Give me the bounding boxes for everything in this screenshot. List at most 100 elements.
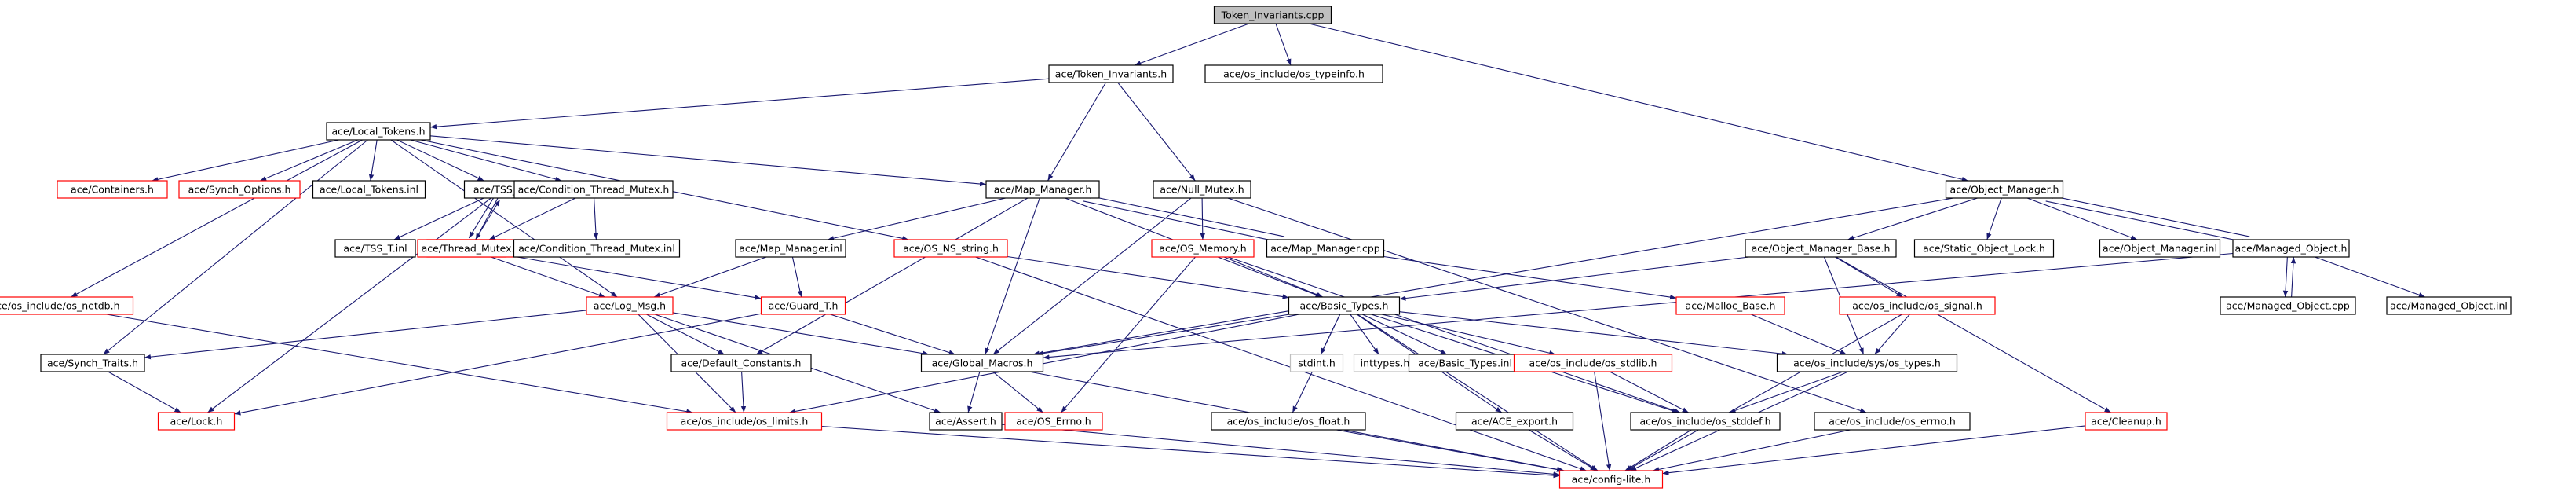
dependency-edge — [1729, 371, 1843, 413]
graph-node[interactable]: ace/os_include/os_stdlib.h — [1513, 354, 1673, 372]
graph-node[interactable]: Token_Invariants.cpp — [1213, 6, 1332, 24]
graph-node[interactable]: ace/Map_Manager.inl — [735, 239, 846, 258]
graph-node[interactable]: ace/os_include/os_signal.h — [1839, 296, 1996, 315]
graph-node[interactable]: ace/Condition_Thread_Mutex.h — [513, 180, 674, 199]
graph-node[interactable]: ace/TSS_T.inl — [334, 239, 416, 258]
graph-node[interactable]: ace/os_include/os_errno.h — [1814, 412, 1971, 431]
dependency-edge — [1653, 429, 1851, 472]
graph-node[interactable]: ace/Basic_Types.h — [1288, 296, 1401, 315]
graph-node[interactable]: ace/Thread_Mutex.h — [417, 239, 525, 258]
graph-node[interactable]: ace/Cleanup.h — [2085, 412, 2168, 431]
graph-node[interactable]: ace/Object_Manager.inl — [2099, 239, 2221, 258]
graph-node[interactable]: ace/Null_Mutex.h — [1153, 180, 1251, 199]
dependency-edge — [71, 139, 363, 298]
graph-node[interactable]: ace/Token_Invariants.h — [1048, 64, 1174, 83]
graph-node[interactable]: ace/OS_Errno.h — [1004, 412, 1103, 431]
graph-node[interactable]: ace/config-lite.h — [1558, 470, 1664, 489]
graph-node[interactable]: ace/os_include/os_typeinfo.h — [1204, 64, 1383, 83]
graph-node[interactable]: ace/Log_Msg.h — [586, 296, 674, 315]
graph-node[interactable]: ace/Malloc_Base.h — [1675, 296, 1785, 315]
dependency-edge — [1084, 193, 1285, 237]
node-label: ace/os_include/os_typeinfo.h — [1223, 68, 1365, 80]
graph-node[interactable]: ace/Condition_Thread_Mutex.inl — [513, 239, 681, 258]
dependency-edge — [1275, 23, 1292, 66]
graph-node[interactable]: ace/ACE_export.h — [1455, 412, 1574, 431]
graph-node[interactable]: ace/Managed_Object.inl — [2386, 296, 2512, 315]
dependency-edge — [491, 256, 605, 298]
node-box — [1945, 180, 2064, 199]
dependency-edge — [396, 139, 484, 182]
graph-node[interactable]: ace/Default_Constants.h — [670, 354, 812, 372]
graph-node[interactable]: ace/Guard_T.h — [760, 296, 846, 315]
node-box — [1814, 412, 1971, 431]
graph-node[interactable]: ace/Synch_Options.h — [178, 180, 301, 199]
graph-node[interactable]: ace/Containers.h — [57, 180, 168, 199]
node-label: ace/Token_Invariants.h — [1055, 68, 1167, 80]
graph-node[interactable]: ace/Managed_Object.cpp — [2220, 296, 2356, 315]
dependency-edge — [429, 78, 1050, 130]
dependency-edge — [1227, 256, 1681, 413]
dependency-edge — [1399, 256, 1749, 301]
graph-node[interactable]: ace/Basic_Types.inl — [1408, 354, 1522, 372]
dependency-edge — [653, 256, 767, 298]
dependency-edge — [2045, 200, 2249, 244]
dependency-edge — [207, 197, 491, 413]
graph-node[interactable]: ace/Global_Macros.h — [920, 354, 1044, 372]
graph-node[interactable]: inttypes.h — [1353, 354, 1417, 372]
node-label: ace/Map_Manager.cpp — [1270, 243, 1379, 255]
graph-node[interactable]: ace/Managed_Object.h — [2232, 239, 2350, 258]
dependency-edge — [103, 139, 368, 355]
graph-node[interactable]: ace/Object_Manager.h — [1945, 180, 2064, 199]
node-box — [1558, 470, 1664, 489]
node-label: ace/Default_Constants.h — [681, 358, 802, 369]
node-label: ace/os_include/os_limits.h — [681, 416, 809, 427]
graph-node[interactable]: ace/os_include/sys/os_types.h — [1776, 354, 1958, 372]
dependency-edge — [1135, 23, 1249, 66]
graph-node[interactable]: ace/os_include/os_limits.h — [666, 412, 823, 431]
dependency-edge — [1309, 23, 1968, 182]
node-box — [0, 296, 134, 315]
graph-node[interactable]: ace/OS_Memory.h — [1151, 239, 1255, 258]
dependency-edge — [1836, 256, 2111, 413]
node-label: ace/Basic_Types.h — [1300, 300, 1389, 312]
dependency-edge — [390, 139, 618, 298]
node-label: ace/Assert.h — [935, 416, 996, 427]
node-label: ace/ACE_export.h — [1471, 416, 1558, 427]
dependency-edge — [1043, 252, 2234, 360]
node-box — [1004, 412, 1103, 431]
graph-node[interactable]: ace/os_include/os_float.h — [1211, 412, 1366, 431]
graph-node[interactable]: stdint.h — [1289, 354, 1344, 372]
graph-node[interactable]: ace/Local_Tokens.inl — [312, 180, 426, 199]
dependency-edge — [975, 256, 1587, 471]
dependency-edge — [1624, 429, 1692, 471]
node-label: ace/Local_Tokens.inl — [320, 184, 418, 196]
dependency-edge — [1662, 425, 2086, 475]
graph-node[interactable]: ace/Map_Manager.cpp — [1266, 239, 1385, 258]
node-label: ace/Condition_Thread_Mutex.inl — [518, 243, 675, 255]
graph-node[interactable]: ace/Map_Manager.h — [985, 180, 1100, 199]
node-box — [1211, 412, 1366, 431]
node-box — [513, 180, 674, 199]
graph-node[interactable]: ace/Static_Object_Lock.h — [1913, 239, 2055, 258]
dependency-edge — [821, 426, 1560, 479]
node-label: ace/Global_Macros.h — [932, 358, 1033, 369]
graph-node[interactable]: ace/os_include/os_stddef.h — [1630, 412, 1781, 431]
dependency-edge — [1361, 314, 1448, 355]
node-box — [326, 122, 431, 141]
dependency-edge — [1083, 200, 1284, 244]
dependency-edge — [1007, 255, 1289, 299]
graph-node[interactable]: ace/Synch_Traits.h — [40, 354, 145, 372]
dependency-edge — [106, 314, 693, 414]
nodes-layer: Token_Invariants.cpp ace/Token_Invariants… — [0, 6, 2512, 489]
node-box — [985, 180, 1100, 199]
node-box — [1151, 239, 1255, 258]
graph-node[interactable]: ace/os_include/os_netdb.h — [0, 296, 134, 315]
graph-node[interactable]: ace/Lock.h — [157, 412, 236, 431]
graph-node[interactable]: ace/Local_Tokens.h — [326, 122, 431, 141]
graph-node[interactable]: ace/Object_Manager_Base.h — [1745, 239, 1897, 258]
graph-node[interactable]: ace/OS_NS_string.h — [893, 239, 1008, 258]
node-label: ace/config-lite.h — [1572, 474, 1651, 486]
graph-node[interactable]: ace/Assert.h — [929, 412, 1003, 431]
node-box — [760, 296, 846, 315]
dependency-edge — [1200, 197, 1205, 240]
